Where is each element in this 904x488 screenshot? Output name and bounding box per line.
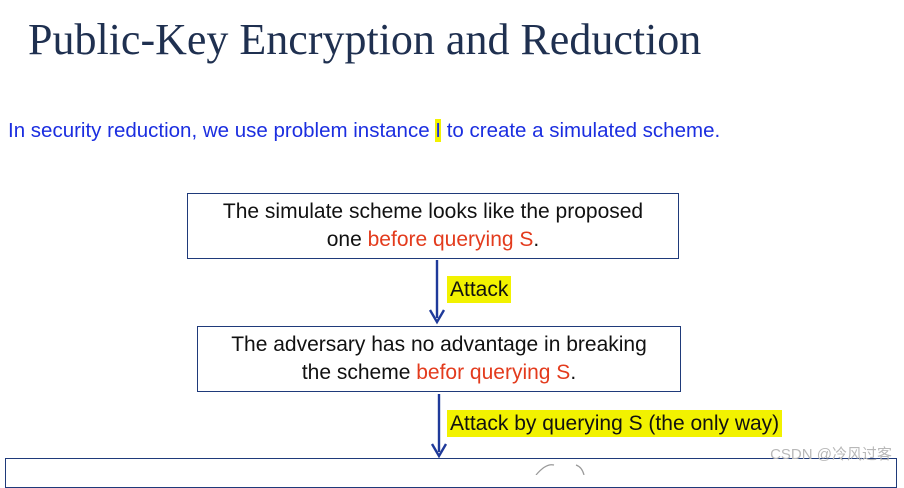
box2-line1: The adversary has no advantage in breaki… (231, 333, 647, 356)
box2-line2-end: . (570, 361, 577, 384)
partial-figure-icon (535, 464, 585, 475)
attack-by-querying-label: Attack by querying S (the only way) (447, 410, 783, 437)
subtitle-text-before: In security reduction, we use problem in… (8, 119, 436, 142)
problem-instance-highlight: I (435, 119, 441, 142)
box1-line2-red: before querying S (367, 228, 534, 251)
box1-line2: one before querying S. (188, 226, 678, 254)
attack-label: Attack (447, 276, 512, 303)
box1-line2-end: . (533, 228, 540, 251)
box2-line2: the scheme befor querying S. (198, 359, 680, 387)
box1-line1: The simulate scheme looks like the propo… (222, 200, 644, 223)
slide-subtitle: In security reduction, we use problem in… (8, 119, 720, 143)
box2-line2-red: befor querying S (416, 361, 571, 384)
attack-by-querying-text: Attack by querying S (the only way) (450, 412, 780, 435)
box1-line2-plain: one (326, 228, 368, 251)
slide-title: Public-Key Encryption and Reduction (28, 15, 702, 64)
simulated-scheme-box: The simulate scheme looks like the propo… (187, 193, 679, 259)
csdn-watermark: CSDN @冷风过客 (770, 446, 892, 463)
attack-arrow-down-icon (428, 260, 446, 325)
box2-line2-plain: the scheme (301, 361, 417, 384)
no-advantage-box: The adversary has no advantage in breaki… (197, 326, 681, 392)
next-step-box (5, 458, 897, 488)
subtitle-text-after: to create a simulated scheme. (441, 119, 721, 142)
query-arrow-down-icon (430, 394, 448, 459)
